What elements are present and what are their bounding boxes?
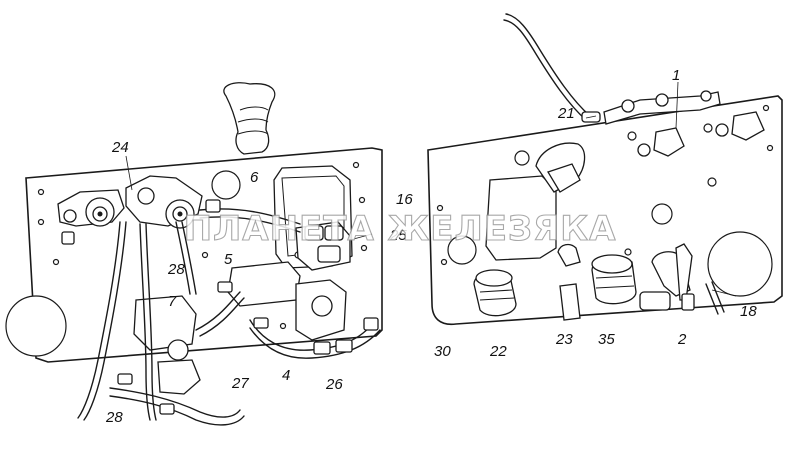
air-lines: [77, 208, 381, 426]
callout-25: 25: [389, 227, 407, 244]
right-plate-hole: [447, 235, 477, 265]
ignition-switch-group: [57, 175, 203, 229]
right-panel-assembly: [427, 13, 783, 326]
hose-fittings: [61, 199, 379, 415]
fitting-23: [557, 243, 581, 267]
right-plate-large-hole: [707, 231, 773, 297]
lower-bracket: [559, 283, 581, 321]
callout-4: 4: [282, 367, 290, 384]
knob-35: [591, 254, 637, 305]
cable-21: [505, 13, 591, 117]
callout-16: 16: [396, 191, 413, 208]
callout-23: 23: [555, 331, 573, 348]
callout-26: 26: [325, 376, 343, 393]
callout-35: 35: [598, 331, 615, 348]
left-panel-assembly: [5, 82, 383, 426]
callout-leaders: [125, 81, 737, 297]
lever-switch-2: [639, 243, 695, 311]
watermark-text: ПЛАНЕТА ЖЕЛЕЗЯКА: [184, 209, 617, 249]
callout-6: 6: [250, 169, 259, 186]
callout-30: 30: [434, 343, 451, 360]
callout-27: 27: [231, 375, 249, 392]
tumbler-switch-bracket: [603, 90, 721, 125]
parking-brake-valve: [485, 142, 586, 261]
left-rubber-boot: [223, 82, 276, 155]
left-plate-hole: [211, 170, 241, 200]
callout-5: 5: [224, 251, 233, 268]
callout-2: 2: [677, 331, 687, 348]
toggle-switches: [627, 111, 765, 157]
pneumatic-valve-assembly: [133, 261, 347, 395]
callout-7: 7: [168, 293, 177, 310]
callout-labels: 24 6 16 25 28 5 7 27 4 26 28 1 21 18 30 …: [105, 67, 757, 426]
callout-1: 1: [672, 67, 680, 84]
callout-28-upper: 28: [167, 261, 185, 278]
valve-block: [295, 221, 351, 271]
left-plate-large-hole: [5, 295, 67, 357]
callout-22: 22: [489, 343, 507, 360]
callout-28-lower: 28: [105, 409, 123, 426]
callout-21: 21: [557, 105, 575, 122]
callout-24: 24: [111, 139, 129, 156]
callout-18: 18: [740, 303, 757, 320]
knob-22: [473, 269, 517, 317]
